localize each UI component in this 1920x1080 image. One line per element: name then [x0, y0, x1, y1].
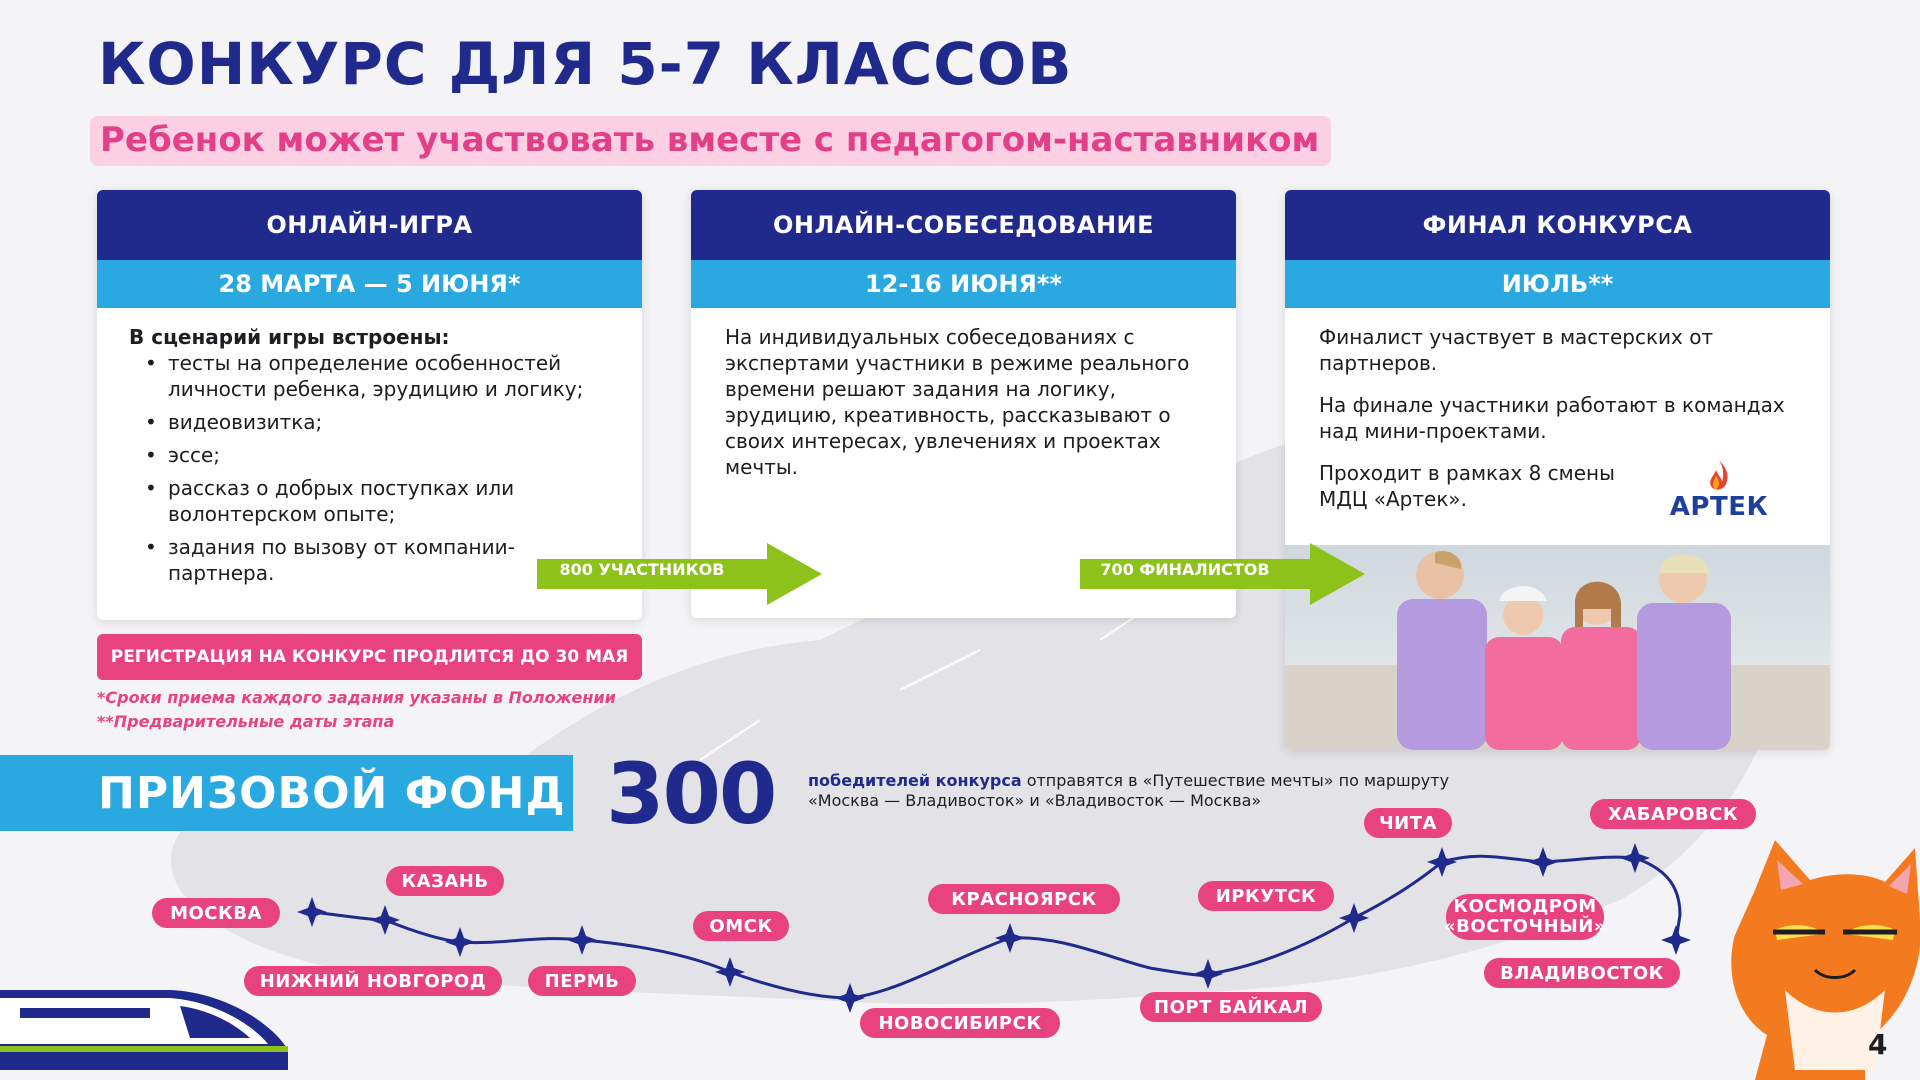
stage-body: В сценарий игры встроены: тесты на опред… [97, 308, 642, 586]
finalists-photo [1285, 545, 1830, 750]
stage-title: ФИНАЛ КОНКУРСА [1285, 190, 1830, 260]
cat-mascot-illustration [1731, 840, 1920, 1080]
stage-paragraph: Финалист участвует в мастерских от партн… [1319, 325, 1714, 375]
list-item: тесты на определение особенностей личнос… [129, 350, 612, 402]
stage-card-online-game: ОНЛАЙН-ИГРА 28 МАРТА — 5 ИЮНЯ* В сценари… [97, 190, 642, 620]
flame-icon [1710, 460, 1728, 490]
star-icon [1193, 959, 1223, 989]
star-icon [1528, 847, 1558, 877]
city-label-krasnoyarsk: КРАСНОЯРСК [928, 884, 1120, 914]
city-label-novosibirsk: НОВОСИБИРСК [860, 1008, 1060, 1038]
stage-paragraph: На финале участники работают в командах … [1319, 393, 1785, 443]
star-icon [370, 905, 400, 935]
stage-text: На индивидуальных собеседованиях с экспе… [725, 325, 1190, 479]
participants-arrow: 800 УЧАСТНИКОВ [537, 543, 822, 605]
route-line [311, 854, 1682, 1000]
prize-text-line2: «Москва — Владивосток» и «Владивосток — … [808, 791, 1262, 810]
city-label-chita: ЧИТА [1364, 808, 1452, 838]
star-icon [1427, 847, 1457, 877]
stage-title: ОНЛАЙН-СОБЕСЕДОВАНИЕ [691, 190, 1236, 260]
star-icon [445, 927, 475, 957]
city-label-vladivostok: ВЛАДИВОСТОК [1484, 958, 1680, 988]
city-label-port-baikal: ПОРТ БАЙКАЛ [1140, 992, 1322, 1022]
artek-logo: АРТЕК [1664, 458, 1774, 528]
people-illustration [1285, 550, 1830, 750]
arrow-right-icon [537, 543, 822, 605]
stage-items-list: тесты на определение особенностей личнос… [129, 350, 612, 586]
city-label-nizhny-novgorod: НИЖНИЙ НОВГОРОД [244, 966, 502, 996]
prize-description: победителей конкурса отправятся в «Путеш… [808, 771, 1508, 811]
prize-fund-banner: ПРИЗОВОЙ ФОНД [0, 755, 573, 831]
participants-count: 800 УЧАСТНИКОВ [559, 560, 725, 579]
route-map [297, 843, 1691, 1013]
stage-body: На индивидуальных собеседованиях с экспе… [691, 308, 1236, 480]
winners-count: 300 [606, 745, 777, 843]
route-stops [297, 843, 1691, 1013]
stage-date: ИЮЛЬ** [1285, 260, 1830, 308]
arrow-right-icon [1080, 543, 1365, 605]
city-label-line: «ВОСТОЧНЫЙ» [1444, 916, 1606, 937]
finalists-arrow: 700 ФИНАЛИСТОВ [1080, 543, 1365, 605]
city-label-vostochny: КОСМОДРОМ «ВОСТОЧНЫЙ» [1444, 894, 1606, 940]
stage-date: 12-16 ИЮНЯ** [691, 260, 1236, 308]
city-label-perm: ПЕРМЬ [528, 966, 636, 996]
star-icon [567, 925, 597, 955]
star-icon [995, 923, 1025, 953]
stage-date: 28 МАРТА — 5 ИЮНЯ* [97, 260, 642, 308]
star-icon [1620, 843, 1650, 873]
city-label-kazan: КАЗАНЬ [386, 866, 504, 896]
page-subtitle: Ребенок может участвовать вместе с педаг… [90, 116, 1332, 166]
artek-logo-text: АРТЕК [1669, 492, 1769, 522]
footnote-preliminary: **Предварительные даты этапа [97, 712, 395, 731]
star-icon [715, 957, 745, 987]
star-icon [1661, 925, 1691, 955]
registration-banner: РЕГИСТРАЦИЯ НА КОНКУРС ПРОДЛИТСЯ ДО 30 М… [97, 634, 642, 680]
stage-paragraph: Проходит в рамках 8 смены МДЦ «Артек». [1319, 461, 1615, 511]
finalists-count: 700 ФИНАЛИСТОВ [1100, 560, 1270, 579]
list-item: эссе; [129, 442, 612, 468]
list-item: видеовизитка; [129, 409, 612, 435]
stage-title: ОНЛАЙН-ИГРА [97, 190, 642, 260]
list-item: задания по вызову от компании-партнера. [129, 534, 612, 586]
stage-card-online-interview: ОНЛАЙН-СОБЕСЕДОВАНИЕ 12-16 ИЮНЯ** На инд… [691, 190, 1236, 618]
city-label-irkutsk: ИРКУТСК [1198, 881, 1334, 911]
city-label-omsk: ОМСК [693, 911, 789, 941]
city-label-moscow: МОСКВА [152, 898, 280, 928]
stage-lead: В сценарий игры встроены: [129, 325, 450, 349]
list-item: рассказ о добрых поступках или волонтерс… [129, 475, 612, 527]
stage-body: Финалист участвует в мастерских от партн… [1285, 308, 1830, 512]
page-title: КОНКУРС ДЛЯ 5-7 КЛАССОВ [98, 30, 1073, 98]
star-icon [1339, 903, 1369, 933]
footnote-deadlines: *Сроки приема каждого задания указаны в … [97, 688, 616, 707]
train-illustration [0, 990, 288, 1070]
star-icon [835, 983, 865, 1013]
prize-highlight: победителей конкурса [808, 771, 1022, 790]
prize-text-line1: отправятся в «Путешествие мечты» по марш… [1021, 771, 1450, 790]
page-number: 4 [1868, 1028, 1888, 1061]
city-label-line: КОСМОДРОМ [1453, 896, 1597, 917]
star-icon [297, 897, 327, 927]
city-label-khabarovsk: ХАБАРОВСК [1590, 799, 1756, 829]
